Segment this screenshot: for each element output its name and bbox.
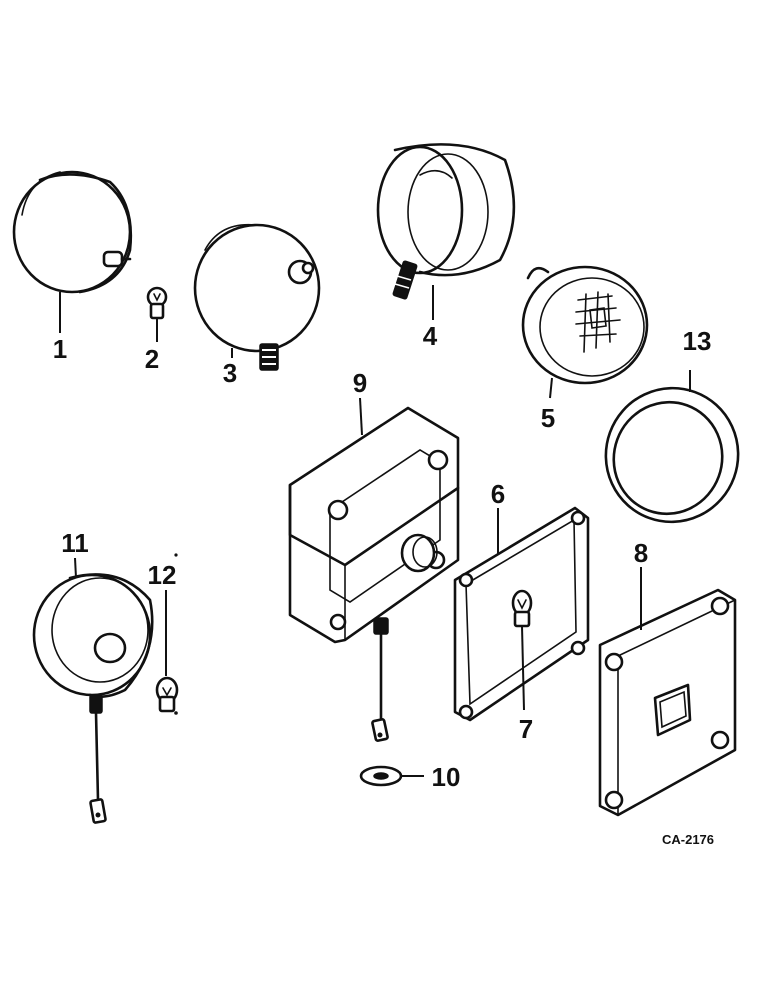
part-1-lamp-housing <box>12 170 133 294</box>
callout-10: 10 <box>432 762 461 792</box>
leader-lines <box>59 285 691 777</box>
part-12-bulb <box>155 553 179 715</box>
callout-7: 7 <box>519 714 533 744</box>
leader-9 <box>359 397 363 436</box>
part-7-bulb <box>511 589 533 628</box>
leader-11 <box>74 557 77 579</box>
callout-9: 9 <box>353 368 367 398</box>
part-13-lens-ring <box>604 386 740 524</box>
callout-2: 2 <box>145 344 159 374</box>
part-9-mounting-frame <box>288 406 460 742</box>
leader-7 <box>521 625 525 711</box>
callout-1: 1 <box>53 334 67 364</box>
part-3-lamp-housing <box>193 223 321 371</box>
part-5-lamp-lens <box>521 265 649 385</box>
part-8-cover-plate <box>598 588 737 817</box>
callout-5: 5 <box>541 403 555 433</box>
callout-6: 6 <box>491 479 505 509</box>
callout-12: 12 <box>148 560 177 590</box>
callout-4: 4 <box>423 321 438 351</box>
callout-8: 8 <box>634 538 648 568</box>
callout-3: 3 <box>223 358 237 388</box>
drawing-code: CA-2176 <box>662 832 714 847</box>
part-4-lamp-housing <box>376 143 516 300</box>
part-6-gasket <box>453 506 590 722</box>
leader-5 <box>549 377 553 399</box>
callout-13: 13 <box>683 326 712 356</box>
callout-labels: 1 2 3 4 5 13 9 6 7 8 10 11 12 <box>53 321 712 792</box>
part-11-lamp-assembly <box>32 573 154 824</box>
callout-11: 11 <box>61 528 89 558</box>
part-10-washer <box>359 765 403 787</box>
part-2-bulb <box>146 286 168 320</box>
